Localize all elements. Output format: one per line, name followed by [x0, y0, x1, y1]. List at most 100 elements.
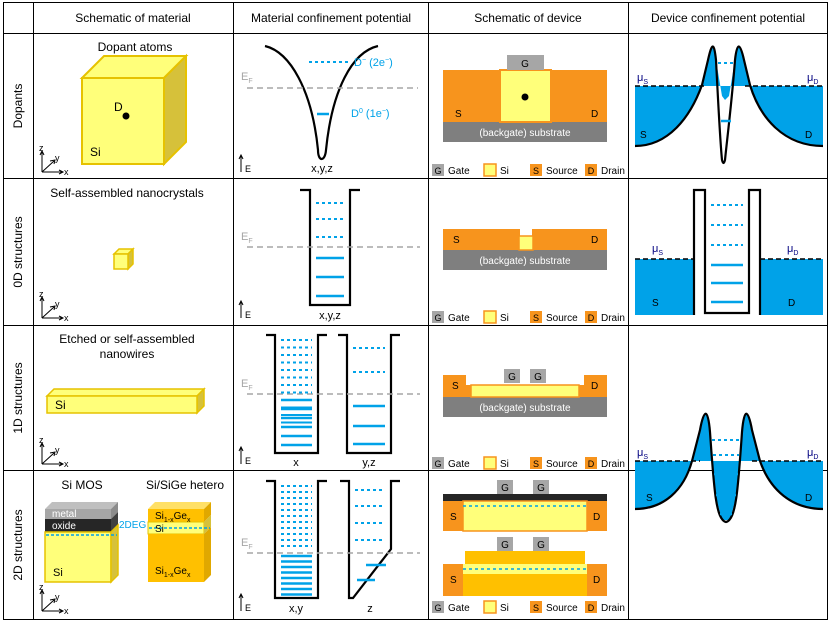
hetero-si-label: Si [155, 524, 164, 535]
energy-arrow-4 [238, 592, 244, 611]
legend-swatch [585, 164, 597, 176]
dp-s-2: S [652, 298, 659, 309]
e-axis-4: E [245, 603, 251, 613]
mu-s-2: μS [652, 243, 663, 257]
nanowire: Si [45, 387, 206, 415]
gate-4a [497, 480, 513, 494]
d0-label: D0 (1e−) [351, 108, 390, 120]
2d-potential-z [340, 479, 400, 600]
legend-swatch [432, 601, 444, 613]
axis-x-4: x [64, 606, 69, 616]
cube-si-label: Si [90, 145, 101, 159]
mos-stack: metal oxide Si 2DEG [44, 502, 146, 584]
dp-s-1: S [640, 130, 647, 141]
axis-x-1: x [64, 167, 69, 177]
twodeg-label: 2DEG [119, 520, 146, 531]
hetero-bottom-label: Si1-xGex [155, 566, 191, 579]
legend-label: Si [500, 166, 509, 177]
source-label-3: S [452, 381, 459, 392]
source-label-4b: S [450, 575, 457, 586]
row3-title-line2: nanowires [100, 347, 155, 361]
header-material-potential: Material confinement potential [251, 11, 411, 25]
axis-z-4: z [39, 582, 44, 592]
legend-label: Source [546, 166, 578, 177]
dp-d-3: D [805, 493, 812, 504]
x-label-3: x [293, 457, 299, 469]
wire-device-potential [634, 412, 824, 524]
legend-key: S [533, 313, 539, 323]
legend-key: G [434, 313, 441, 323]
gate-4c [497, 537, 513, 551]
drain-label-1: D [591, 109, 598, 120]
2d-device-mos: G G S D [443, 480, 607, 532]
e-axis-2: E [245, 310, 251, 320]
legend-swatch [483, 600, 497, 614]
legend-label: Gate [448, 459, 470, 470]
legend-swatch [585, 311, 597, 323]
ef-label-4: EF [241, 537, 253, 551]
substrate-label-1: (backgate) substrate [479, 128, 571, 139]
e-axis-1: E [245, 164, 251, 174]
legend-label: Source [546, 603, 578, 614]
axis-x-2: x [64, 313, 69, 323]
yz-label-3: y,z [362, 457, 375, 469]
gate-label-3a: G [508, 372, 516, 383]
d-minus-label: D− (2e−) [354, 57, 393, 69]
mos-si-label: Si [53, 567, 63, 579]
box-potential-0d [247, 188, 420, 307]
dopant-potential [247, 44, 418, 161]
xyz-label-1: x,y,z [311, 163, 333, 175]
legend-label: Gate [448, 603, 470, 614]
axis-y-4: y [55, 592, 60, 602]
legend-label: Source [546, 459, 578, 470]
legend-swatch [432, 457, 444, 469]
drain-label-4b: D [593, 575, 600, 586]
dopant-atom [122, 112, 130, 120]
mu-s-1: μS [637, 72, 648, 86]
e-axis-3: E [245, 456, 251, 466]
drain-label-3: D [591, 381, 598, 392]
substrate-label-2: (backgate) substrate [479, 256, 571, 267]
row4-title-hetero: Si/SiGe hetero [146, 478, 224, 492]
row-label-dopants: Dopants [11, 84, 25, 129]
legend-swatch [530, 457, 542, 469]
legend-swatch [483, 310, 497, 324]
hetero-top-label: Si1-xGex [155, 511, 191, 524]
axis-z-3: z [39, 435, 44, 445]
dp-d-1: D [805, 130, 812, 141]
legend-label: Drain [601, 459, 625, 470]
dp-d-2: D [788, 298, 795, 309]
legend-swatch [432, 164, 444, 176]
gate-1 [507, 55, 544, 70]
xyz-label-2: x,y,z [319, 310, 341, 322]
legend-key: G [434, 166, 441, 176]
nanocrystal-device: (backgate) substrate S D [443, 229, 607, 270]
gate-3a [504, 369, 520, 383]
xy-label-4: x,y [289, 603, 304, 615]
axes-icon-row4 [39, 588, 65, 614]
legend-label: Drain [601, 603, 625, 614]
legend-key: S [533, 459, 539, 469]
axis-y-3: y [55, 445, 60, 455]
mu-d-3: μD [807, 447, 818, 461]
legend-swatch [530, 311, 542, 323]
wire-potential-yz [338, 333, 400, 455]
row-label-2d: 2D structures [11, 509, 25, 580]
legend-swatch [483, 163, 497, 177]
dopant-device-potential [634, 45, 824, 165]
legend-label: Si [500, 459, 509, 470]
device-dopant-atom [521, 93, 529, 101]
row3-title-line1: Etched or self-assembled [59, 332, 194, 346]
z-label-4: z [367, 603, 373, 615]
row-label-0d: 0D structures [11, 216, 25, 287]
dopant-device: (backgate) substrate G S D [443, 55, 607, 142]
axes-icon-row2 [39, 295, 65, 321]
axis-y-2: y [55, 299, 60, 309]
header-schematic-device: Schematic of device [474, 11, 582, 25]
legend-label: Gate [448, 166, 470, 177]
source-label-2: S [453, 235, 460, 246]
